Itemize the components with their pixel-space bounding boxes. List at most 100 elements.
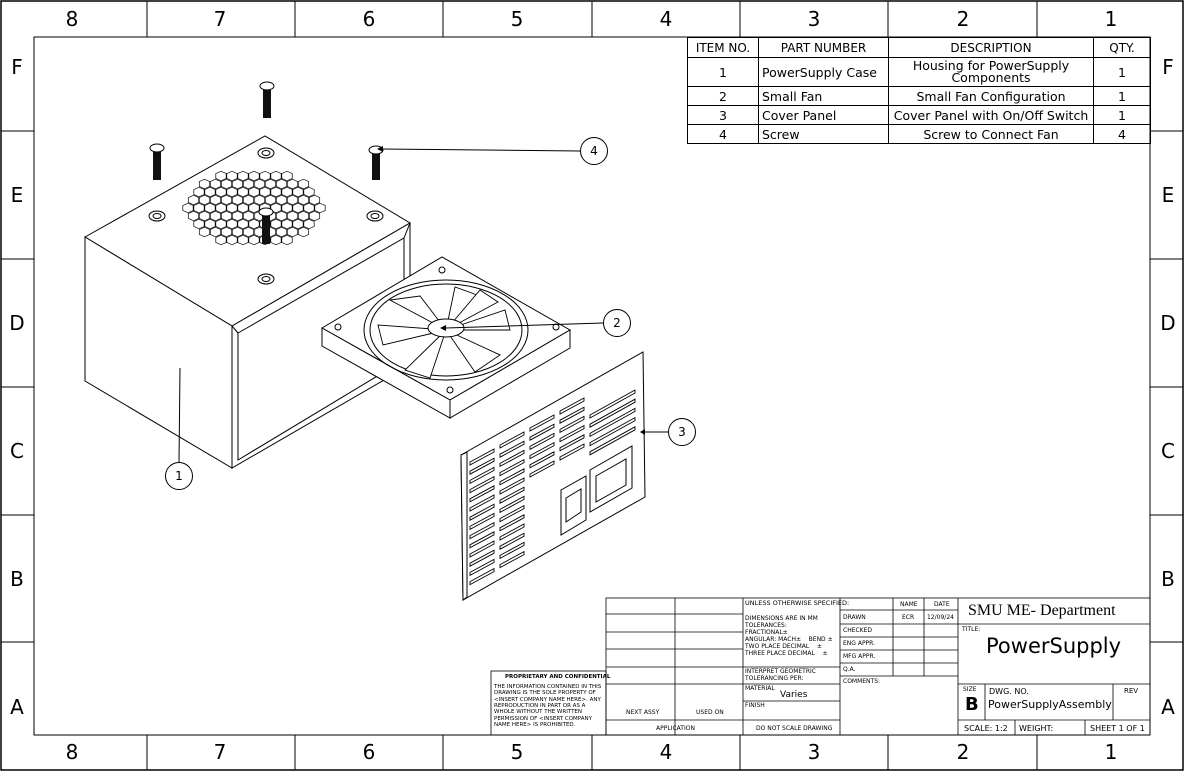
zone-row-f-right: F (1162, 55, 1174, 79)
tb-drawn: DRAWN (843, 614, 866, 621)
bom-qty: 1 (1093, 57, 1151, 87)
tb-eng-appr: ENG APPR. (843, 640, 876, 647)
zone-col-2-bottom: 2 (956, 740, 970, 764)
balloon-1: 1 (165, 462, 193, 490)
zone-row-a: A (10, 695, 24, 719)
tb-material-label: MATERIAL (745, 685, 775, 692)
bom-row: 2 Small Fan Small Fan Configuration 1 (687, 86, 1151, 106)
zone-row-d-right: D (1160, 311, 1176, 335)
tb-angular: ANGULAR: MACH± BEND ± (745, 636, 833, 643)
tb-dwg-no: PowerSupplyAssembly (988, 698, 1112, 711)
bom-qty: 4 (1093, 124, 1151, 144)
tb-rev-label: REV (1124, 687, 1139, 695)
tb-unless: UNLESS OTHERWISE SPECIFIED: (745, 599, 850, 607)
zone-col-4-bottom: 4 (659, 740, 673, 764)
tb-tol: TOLERANCES: (745, 622, 787, 629)
tb-prop-title: PROPRIETARY AND CONFIDENTIAL (505, 674, 611, 680)
bom-row: 1 PowerSupply Case Housing for PowerSupp… (687, 57, 1151, 87)
tb-three-place: THREE PLACE DECIMAL ± (745, 650, 828, 657)
zone-col-4: 4 (659, 7, 673, 31)
tb-name-header: NAME (900, 601, 918, 608)
tb-interpret: INTERPRET GEOMETRIC TOLERANCING PER: (745, 668, 816, 682)
tb-next-assy: NEXT ASSY (626, 709, 660, 716)
tb-two-place: TWO PLACE DECIMAL ± (745, 643, 822, 650)
zone-col-5-bottom: 5 (510, 740, 524, 764)
zone-col-7: 7 (213, 7, 227, 31)
zone-col-1-bottom: 1 (1104, 740, 1118, 764)
bom-header-part: PART NUMBER (758, 37, 889, 58)
tb-qa: Q.A. (843, 666, 856, 673)
zone-col-3: 3 (807, 7, 821, 31)
zone-col-2: 2 (956, 7, 970, 31)
zone-row-b-right: B (1161, 567, 1175, 591)
bom-header-row: ITEM NO. PART NUMBER DESCRIPTION QTY. (687, 37, 1151, 58)
zone-row-e: E (10, 183, 24, 207)
bom-part: Screw (758, 124, 889, 144)
bom-item: 4 (687, 124, 759, 144)
bom-header-desc: DESCRIPTION (888, 37, 1094, 58)
tb-date-header: DATE (934, 601, 950, 608)
tb-checked: CHECKED (843, 627, 873, 634)
bom-desc: Cover Panel with On/Off Switch (888, 105, 1094, 125)
zone-row-e-right: E (1161, 183, 1175, 207)
bom-row: 3 Cover Panel Cover Panel with On/Off Sw… (687, 105, 1151, 125)
zone-row-b: B (10, 567, 24, 591)
zone-col-3-bottom: 3 (807, 740, 821, 764)
tb-scale: SCALE: 1:2 (964, 724, 1008, 733)
tb-drawn-date: 12/09/24 (927, 614, 954, 621)
tb-weight: WEIGHT: (1019, 724, 1054, 733)
bom-header-item: ITEM NO. (687, 37, 759, 58)
powersupply-case (84, 135, 411, 469)
tb-dwg-label: DWG. NO. (989, 687, 1029, 696)
tb-finish-label: FINISH (745, 702, 765, 709)
bom-item: 3 (687, 105, 759, 125)
bom-part: Small Fan (758, 86, 889, 106)
bom-qty: 1 (1093, 105, 1151, 125)
tb-used-on: USED ON (696, 709, 724, 716)
balloon-2: 2 (603, 309, 631, 337)
tb-material: Varies (780, 690, 808, 700)
zone-row-d: D (9, 311, 25, 335)
balloon-3: 3 (668, 418, 696, 446)
tb-drawn-name: ECR (902, 614, 915, 621)
bom-item: 1 (687, 57, 759, 87)
bom-row: 4 Screw Screw to Connect Fan 4 (687, 124, 1151, 144)
tb-size: B (965, 694, 979, 715)
tb-fractional: FRACTIONAL± (745, 629, 788, 636)
zone-col-6-bottom: 6 (362, 740, 376, 764)
tb-size-label: SIZE (963, 686, 977, 693)
bom-qty: 1 (1093, 86, 1151, 106)
tb-company: SMU ME- Department (968, 602, 1116, 619)
zone-col-5: 5 (510, 7, 524, 31)
zone-row-c: C (10, 439, 24, 463)
tb-application: APPLICATION (656, 725, 695, 732)
tb-dims: DIMENSIONS ARE IN MM (745, 615, 818, 622)
zone-row-a-right: A (1161, 695, 1175, 719)
bom-desc: Small Fan Configuration (888, 86, 1094, 106)
bom-part: Cover Panel (758, 105, 889, 125)
bom-header-qty: QTY. (1093, 37, 1151, 58)
balloon-4: 4 (580, 137, 608, 165)
zone-row-c-right: C (1161, 439, 1175, 463)
bill-of-materials: ITEM NO. PART NUMBER DESCRIPTION QTY. 1 … (687, 37, 1151, 144)
zone-col-8: 8 (65, 7, 79, 31)
tb-comments: COMMENTS: (843, 678, 881, 685)
bom-item: 2 (687, 86, 759, 106)
zone-col-1: 1 (1104, 7, 1118, 31)
cover-panel (460, 351, 646, 601)
bom-desc: Screw to Connect Fan (888, 124, 1094, 144)
zone-col-7-bottom: 7 (213, 740, 227, 764)
tb-mfg-appr: MFG APPR. (843, 653, 876, 660)
tb-title: PowerSupply (986, 634, 1122, 658)
tb-title-label: TITLE: (962, 626, 981, 633)
zone-row-f: F (11, 55, 23, 79)
tb-no-scale: DO NOT SCALE DRAWING (756, 725, 833, 732)
zone-col-6: 6 (362, 7, 376, 31)
vent-hex-pattern (182, 170, 326, 246)
bom-desc: Housing for PowerSupply Components (888, 57, 1094, 87)
tb-prop-text: THE INFORMATION CONTAINED IN THIS DRAWIN… (494, 684, 602, 728)
zone-col-8-bottom: 8 (65, 740, 79, 764)
bom-part: PowerSupply Case (758, 57, 889, 87)
